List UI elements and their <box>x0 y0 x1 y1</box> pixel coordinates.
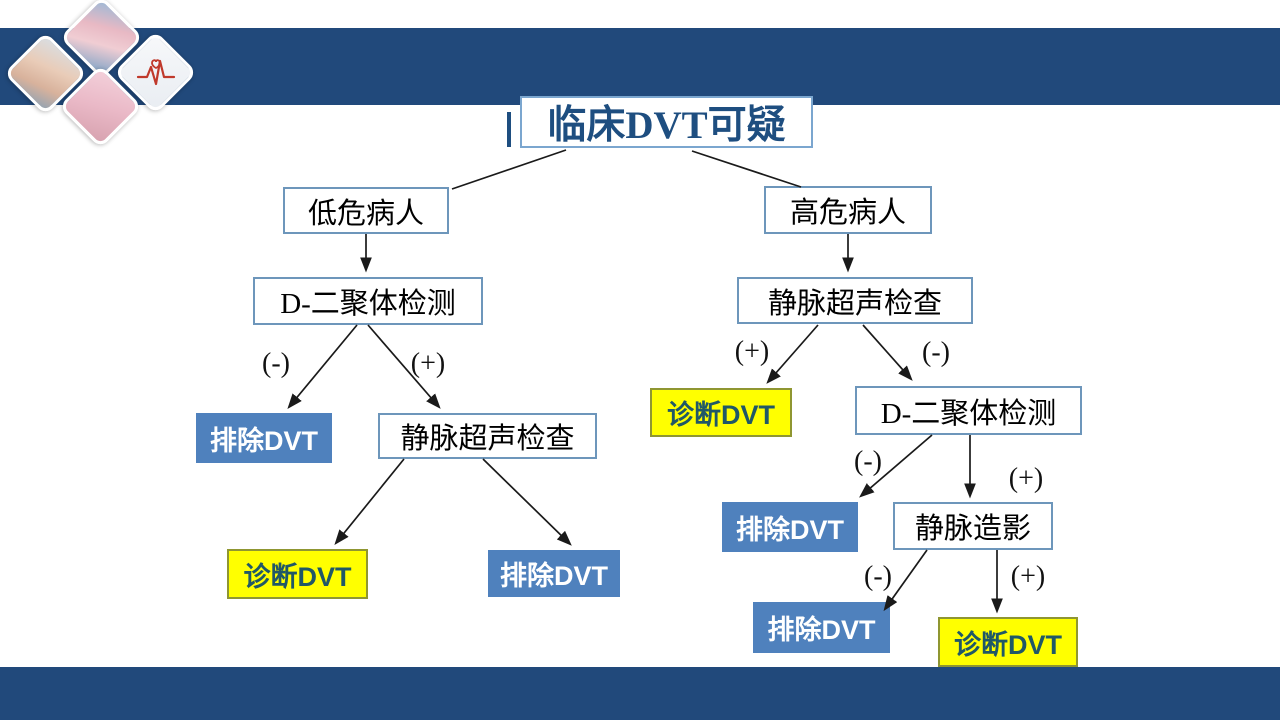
sign-ddimer-right-negative: (-) <box>854 446 882 477</box>
node-exclude-dvt-2: 排除DVT <box>488 550 620 597</box>
sign-venography-negative: (-) <box>864 561 892 592</box>
node-ddimer-right: D-二聚体检测 <box>855 386 1082 435</box>
node-exclude-dvt-3: 排除DVT <box>722 502 858 552</box>
sign-ddimer-left-negative: (-) <box>262 348 290 379</box>
sign-ultrasound-right-positive: (+) <box>734 336 770 367</box>
ecg-heartbeat-icon <box>129 46 182 99</box>
sign-ultrasound-right-negative: (-) <box>922 337 950 368</box>
node-diagnose-dvt-3: 诊断DVT <box>938 617 1078 667</box>
sign-ddimer-left-positive: (+) <box>410 348 446 379</box>
footer-bar <box>0 667 1280 720</box>
node-diagnose-dvt-2: 诊断DVT <box>650 388 792 437</box>
sign-ddimer-right-positive: (+) <box>1008 463 1044 494</box>
node-ddimer-left: D-二聚体检测 <box>253 277 483 325</box>
header-bar <box>0 28 1280 105</box>
node-ultrasound-right: 静脉超声检查 <box>737 277 973 324</box>
node-exclude-dvt-4: 排除DVT <box>753 602 890 653</box>
sign-venography-positive: (+) <box>1010 561 1046 592</box>
node-diagnose-dvt-1: 诊断DVT <box>227 549 368 599</box>
title-caret <box>507 112 511 147</box>
node-high-risk: 高危病人 <box>764 186 932 234</box>
ecg-hands-photo <box>113 30 198 115</box>
node-ultrasound-left: 静脉超声检查 <box>378 413 597 459</box>
node-venography: 静脉造影 <box>893 502 1053 550</box>
page-title: 临床DVT可疑 <box>520 96 813 148</box>
node-low-risk: 低危病人 <box>283 187 449 234</box>
node-exclude-dvt-1: 排除DVT <box>196 413 332 463</box>
page-title-text: 临床DVT可疑 <box>547 104 786 147</box>
